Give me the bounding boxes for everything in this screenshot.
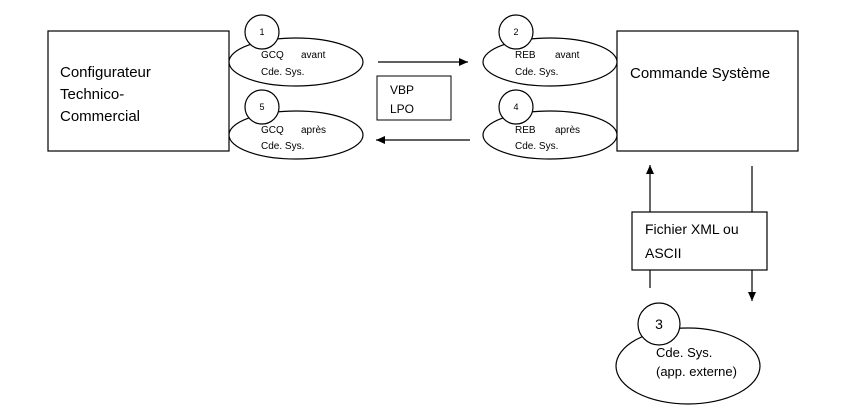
vbp-lpo-box: VBP LPO bbox=[376, 75, 452, 121]
ellipse-label-b: après bbox=[555, 125, 580, 136]
lpo-label: LPO bbox=[390, 102, 414, 116]
ellipse-label-line2: (app. externe) bbox=[656, 364, 737, 379]
ellipse-label-c: Cde. Sys. bbox=[261, 67, 304, 78]
number-badge bbox=[498, 89, 534, 125]
ellipse-label-line1: Cde. Sys. bbox=[656, 345, 712, 360]
ellipse-number: 1 bbox=[259, 27, 264, 37]
commande-systeme-label: Commande Système bbox=[630, 65, 770, 82]
configurateur-label-line1: Configurateur bbox=[60, 64, 151, 81]
number-badge bbox=[244, 89, 280, 125]
ellipse-label-b: avant bbox=[555, 50, 580, 61]
number-badge bbox=[637, 302, 681, 346]
ellipse-number: 5 bbox=[259, 102, 264, 112]
fichier-label-line2: ASCII bbox=[645, 245, 682, 261]
ellipse-label-a: GCQ bbox=[261, 50, 284, 61]
number-badge bbox=[244, 14, 280, 50]
ellipse-label-a: REB bbox=[515, 50, 536, 61]
configurateur-box: Configurateur Technico- Commercial bbox=[47, 30, 230, 152]
commande-systeme-box: Commande Système bbox=[616, 30, 799, 152]
ellipse-label-b: après bbox=[301, 125, 326, 136]
fichier-box: Fichier XML ou ASCII bbox=[631, 211, 768, 271]
ellipse-externe: 3 Cde. Sys. (app. externe) bbox=[615, 302, 761, 405]
ellipse-label-a: GCQ bbox=[261, 125, 284, 136]
configurateur-label-line2: Technico- bbox=[60, 86, 124, 103]
ellipse-number: 3 bbox=[655, 316, 663, 332]
ellipse-number: 4 bbox=[513, 102, 518, 112]
ellipse-gcq-avant: 1 GCQ avant Cde. Sys. bbox=[228, 14, 364, 87]
ellipse-label-c: Cde. Sys. bbox=[515, 141, 558, 152]
ellipse-label-a: REB bbox=[515, 125, 536, 136]
configurateur-label-line3: Commercial bbox=[60, 108, 140, 125]
ellipse-number: 2 bbox=[513, 27, 518, 37]
number-badge bbox=[498, 14, 534, 50]
ellipse-label-c: Cde. Sys. bbox=[515, 67, 558, 78]
fichier-label-line1: Fichier XML ou bbox=[645, 221, 739, 237]
ellipse-label-c: Cde. Sys. bbox=[261, 141, 304, 152]
vbp-label: VBP bbox=[390, 83, 414, 97]
ellipse-label-b: avant bbox=[301, 50, 326, 61]
ellipse-reb-apres: 4 REB après Cde. Sys. bbox=[482, 89, 618, 160]
ellipse-gcq-apres: 5 GCQ après Cde. Sys. bbox=[228, 89, 364, 160]
ellipse-reb-avant: 2 REB avant Cde. Sys. bbox=[482, 14, 618, 87]
